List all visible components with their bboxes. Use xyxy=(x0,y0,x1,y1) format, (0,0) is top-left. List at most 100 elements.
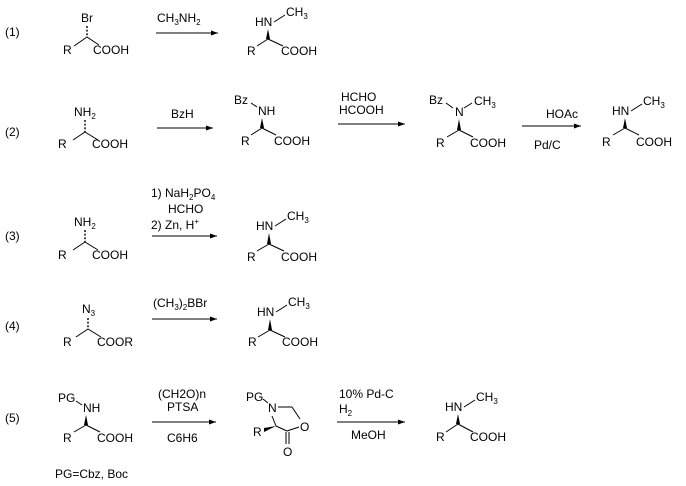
reagent-label: 1) NaH2PO4 xyxy=(151,186,216,202)
r-group: R xyxy=(253,425,262,439)
r-group: R xyxy=(58,248,67,262)
product-n-methyl-amino-acid: HN CH3 R COOH xyxy=(247,209,317,264)
bond xyxy=(267,38,284,47)
product-n-methyl-amino-acid: HN CH3 R COOH xyxy=(602,94,672,149)
reagent-label: (CH3)2BBr xyxy=(153,296,207,312)
bond xyxy=(72,241,86,251)
bond xyxy=(262,398,269,404)
product-n-methyl-amino-acid: HN CH3 R COOH xyxy=(247,5,317,58)
wedge-bond xyxy=(84,415,88,425)
r-group: R xyxy=(247,250,256,264)
bond xyxy=(445,102,454,109)
methyl-group: CH3 xyxy=(474,94,496,110)
nh-group: HN xyxy=(612,104,629,118)
reaction-arrow: HOAc Pd/C xyxy=(522,107,581,152)
bond xyxy=(256,243,270,252)
reagent-label: HCHO xyxy=(341,90,376,104)
methyl-group: CH3 xyxy=(288,295,310,311)
nh-group: HN xyxy=(256,219,273,233)
protecting-group: PG xyxy=(58,391,75,405)
scheme-5: (5) PG NH R COOH (CH2O)n PTSA C6H6 PG N … xyxy=(5,387,506,481)
r-group: R xyxy=(247,44,256,58)
reaction-arrow: (CH2O)n PTSA C6H6 xyxy=(152,387,216,445)
scheme-label: (1) xyxy=(5,25,20,39)
carbonyl-oxygen: O xyxy=(283,445,292,459)
bond xyxy=(463,102,473,109)
bond xyxy=(87,328,102,338)
reaction-arrow: 10% Pd-C H2 MeOH xyxy=(337,387,405,442)
wedge-bond xyxy=(268,319,272,330)
carboxyl-group: COOH xyxy=(92,137,128,151)
arrowhead xyxy=(574,123,581,129)
methyl-group: CH3 xyxy=(287,209,309,225)
scheme-label: (5) xyxy=(5,411,20,425)
bond xyxy=(84,241,99,251)
bond xyxy=(457,423,474,433)
scheme-1: (1) Br R COOH CH3NH2 HN CH3 R COOH xyxy=(5,5,317,58)
ring-bond xyxy=(286,426,300,432)
carboxyl-group: COOH xyxy=(274,134,310,148)
intermediate-benzyl-amino-acid: Bz NH R COOH xyxy=(234,93,310,148)
intermediate-oxazolidinone: PG N O O R xyxy=(246,390,309,459)
reagent-label: 2) Zn, H+ xyxy=(151,217,199,232)
r-group: R xyxy=(436,136,445,150)
r-group: R xyxy=(248,335,257,349)
reagent-methylamine: CH3NH2 xyxy=(157,11,201,27)
protecting-group: PG xyxy=(246,390,263,404)
wedge-bond xyxy=(260,118,264,128)
bond xyxy=(257,329,271,338)
amine-group: NH2 xyxy=(74,215,96,231)
methyl-group: CH3 xyxy=(286,5,308,21)
reagent-label: HOAc xyxy=(546,107,578,121)
scheme-label: (2) xyxy=(5,125,20,139)
reactant-amino-acid: NH2 R COOH xyxy=(58,105,128,151)
protecting-group-footnote: PG=Cbz, Boc xyxy=(55,467,128,481)
reaction-arrow: CH3NH2 xyxy=(156,11,218,36)
bond xyxy=(630,103,643,112)
reagent-label: PTSA xyxy=(167,400,198,414)
bromo-substituent: Br xyxy=(81,11,93,25)
bond xyxy=(86,36,100,46)
carboxyl-group: COOH xyxy=(281,44,317,58)
bond xyxy=(624,127,640,136)
ring-oxygen: O xyxy=(300,420,309,434)
arrowhead xyxy=(398,121,405,127)
n-atom: N xyxy=(455,105,464,119)
r-group: R xyxy=(63,43,72,57)
n-atom: N xyxy=(268,401,277,415)
methyl-group: CH3 xyxy=(643,94,665,110)
scheme-4: (4) N3 R COOR (CH3)2BBr HN CH3 R COOH xyxy=(5,295,318,349)
bond xyxy=(84,131,99,141)
wedge-bond xyxy=(264,426,276,432)
scheme-label: (3) xyxy=(5,229,20,243)
r-group: R xyxy=(436,430,445,444)
r-group: R xyxy=(58,137,67,151)
bond xyxy=(250,102,258,108)
reaction-arrow: 1) NaH2PO4 HCHO 2) Zn, H+ xyxy=(151,186,217,239)
arrowhead xyxy=(209,419,216,425)
carboxyl-group: COOH xyxy=(92,248,128,262)
reactant-azido-ester: N3 R COOR xyxy=(63,302,133,349)
benzyl-group: Bz xyxy=(234,93,248,107)
ester-group: COOR xyxy=(97,335,133,349)
bond xyxy=(274,218,287,227)
bond xyxy=(612,127,626,136)
product-n-methyl-amino-acid: HN CH3 R COOH xyxy=(248,295,318,349)
carboxyl-group: COOH xyxy=(470,136,506,150)
bond xyxy=(268,243,285,252)
carboxyl-group: COOH xyxy=(282,335,318,349)
carboxyl-group: COOH xyxy=(470,430,506,444)
reagent-label: (CH2O)n xyxy=(158,387,206,401)
reactant-amino-acid: NH2 R COOH xyxy=(58,215,128,262)
amine-group: NH2 xyxy=(74,105,96,121)
reagent-label: Pd/C xyxy=(534,138,561,152)
nh-group: NH xyxy=(83,401,100,415)
wedge-bond xyxy=(456,414,460,424)
nh-group: HN xyxy=(255,15,272,29)
wedge-bond xyxy=(266,29,270,39)
bond xyxy=(250,127,263,136)
ring-bond xyxy=(275,425,288,432)
wedge-bond xyxy=(457,119,461,130)
r-group: R xyxy=(602,135,611,149)
